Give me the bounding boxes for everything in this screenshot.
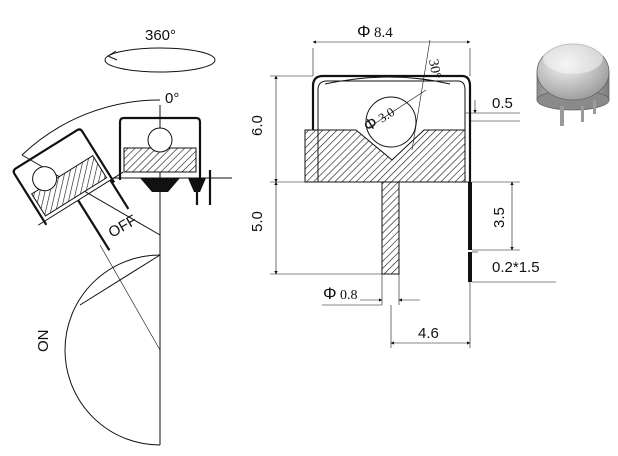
off-arc [21,99,161,156]
cone-angle-label: 30° [425,58,443,80]
ball [365,96,417,148]
pin-diameter-symbol: Φ [323,284,337,303]
tilted-switch-section [12,128,130,251]
side-terminal [468,182,472,250]
tilted-ball [32,166,58,192]
ball-diameter-value: 3.0 [375,104,397,125]
main-cross-section: Φ 8.4 30° Φ 3.0 6.0 5.0 0.5 3.5 0.2*1.5 [249,22,556,348]
zero-degree-label: 0° [165,90,179,107]
tilt-illustration: 360° 0° OFF ON [12,27,232,446]
pin-length-label: 5.0 [249,211,266,232]
upright-switch-section [113,116,232,205]
terminal-tip [468,252,472,282]
outer-diameter-value: 8.4 [374,25,393,41]
outer-case [311,74,472,182]
center-pin [381,181,400,275]
terminal-section-label: 0.2*1.5 [492,259,540,276]
upright-ball [147,127,173,153]
product-photo [536,42,610,126]
on-arc [64,254,161,446]
body-height-label: 6.0 [249,115,266,136]
pin-diameter-value: 0.8 [340,288,358,303]
terminal-length-label: 3.5 [491,207,508,228]
wall-thickness-label: 0.5 [492,95,513,112]
rotation-angle-label: 360° [145,27,176,44]
pin-spacing-label: 4.6 [418,325,439,342]
on-label: ON [35,330,52,353]
outer-diameter-symbol: Φ [357,22,371,41]
off-label: OFF [106,212,140,242]
rotation-ellipse [104,47,216,73]
